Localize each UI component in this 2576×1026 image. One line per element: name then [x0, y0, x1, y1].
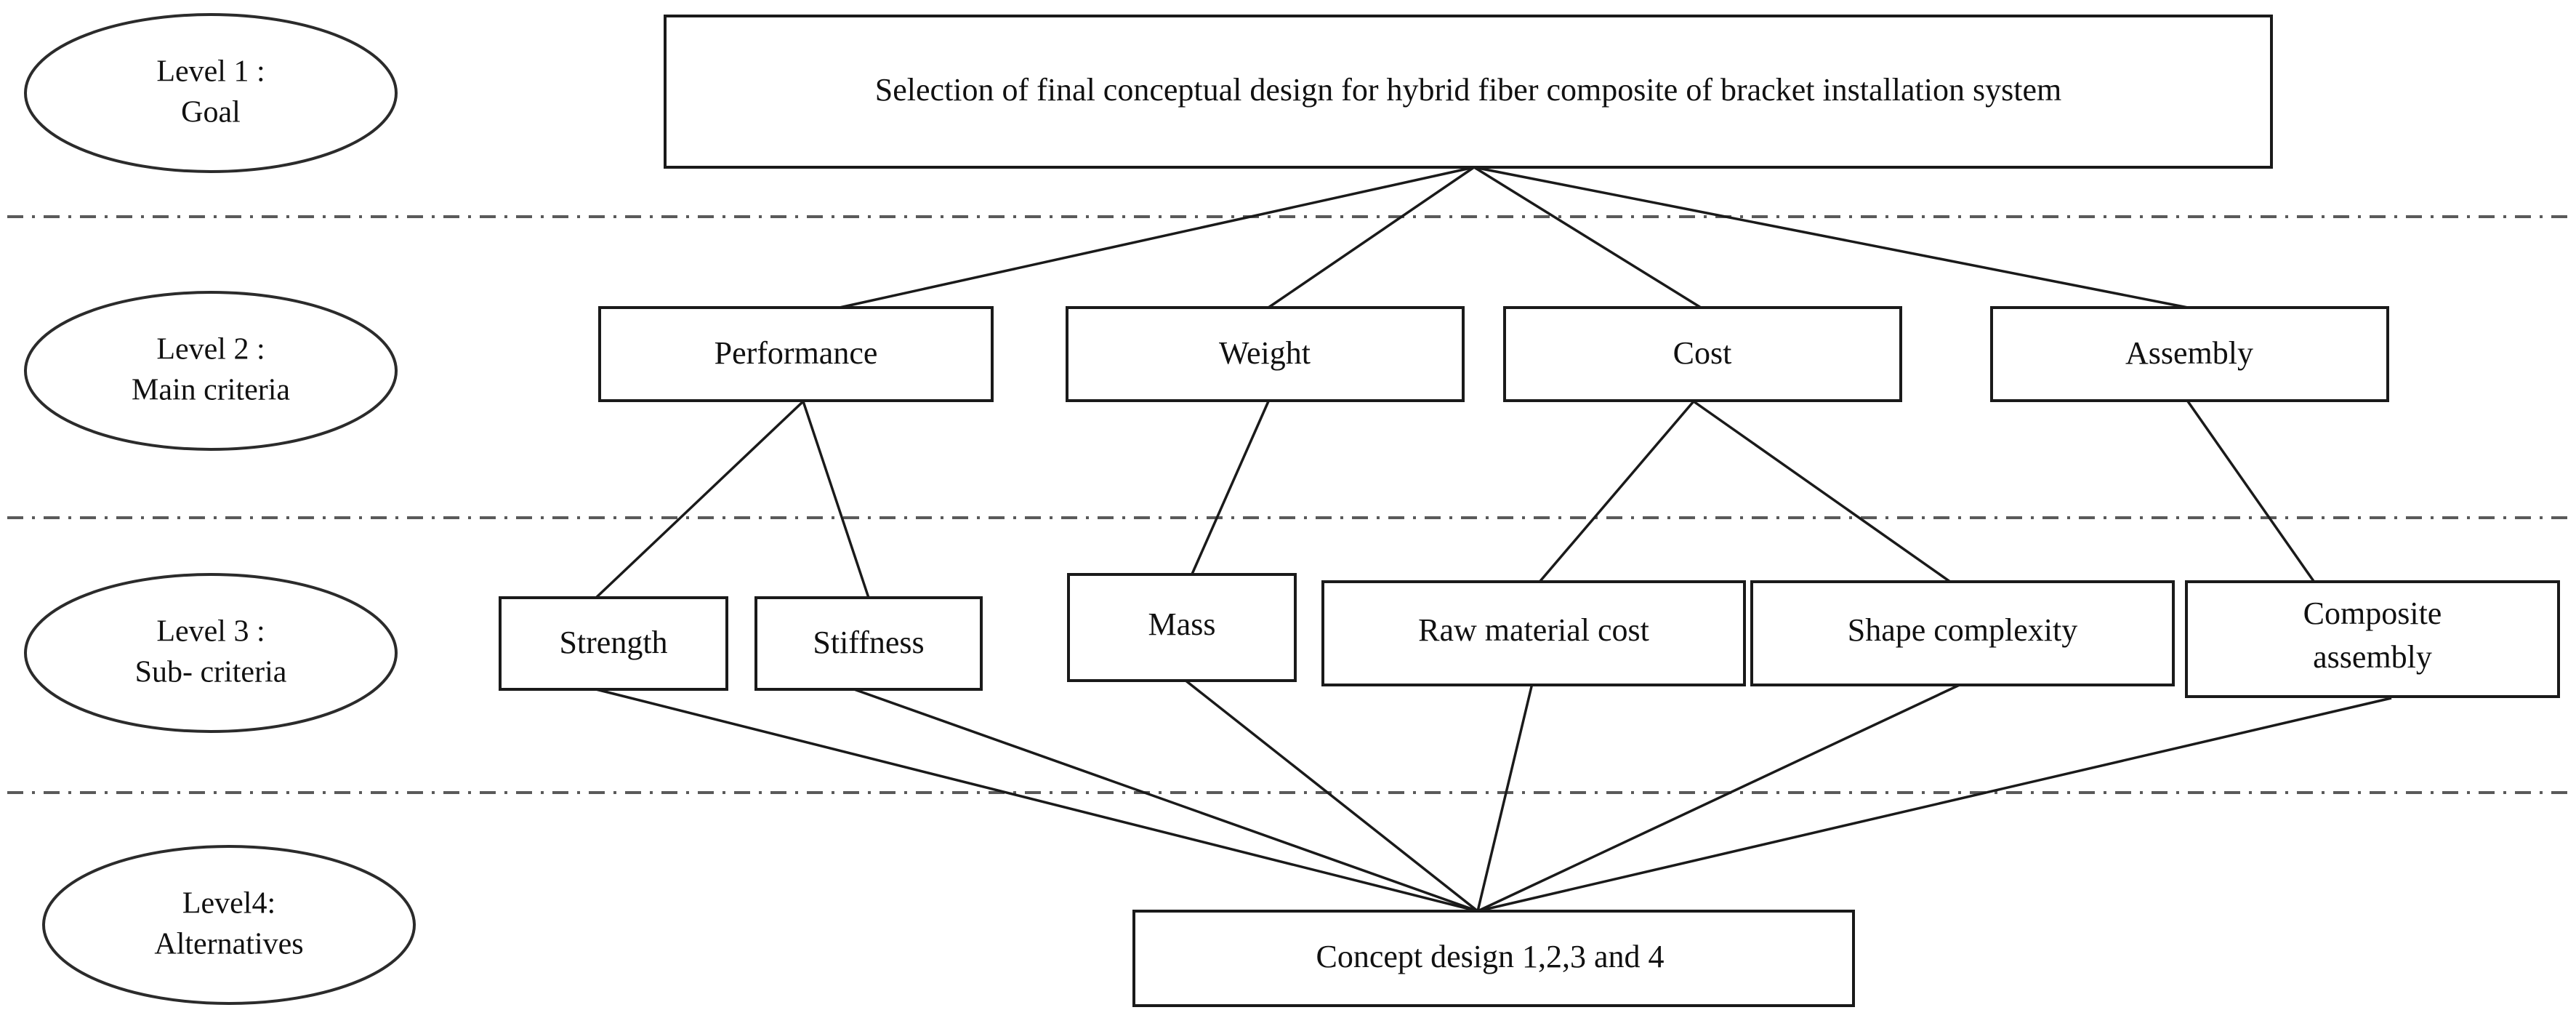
strength-box[interactable]	[499, 596, 728, 691]
goal-node-box[interactable]	[664, 15, 2273, 169]
level-4-ellipse	[42, 845, 416, 1005]
connector-performance-stiffness	[802, 401, 870, 598]
connector-goal-assembly	[1473, 166, 2189, 309]
level-1-label-line1: Level 1 :	[156, 55, 265, 89]
main-criteria-node-performance[interactable]: Performance	[598, 306, 994, 402]
weight-label: Weight	[1219, 335, 1311, 371]
level-4-label-line1: Level4:	[182, 887, 275, 921]
connector-rawmaterial-alternatives	[1476, 683, 1534, 912]
alternatives-label: Concept design 1,2,3 and 4	[1316, 939, 1664, 974]
sub-criteria-node-mass[interactable]: Mass	[1067, 573, 1297, 682]
goal-node[interactable]: Selection of final conceptual design for…	[664, 15, 2273, 169]
connector-mass-alternatives	[1183, 678, 1479, 913]
connectors-goal-to-main	[839, 166, 2189, 309]
shape-complexity-label: Shape complexity	[1848, 612, 2078, 648]
connector-compositeassembly-alternatives	[1477, 697, 2392, 913]
level-3-label-line1: Level 3 :	[156, 615, 265, 649]
level-2-label-line2: Main criteria	[132, 374, 290, 407]
sub-criteria-node-shape-complexity[interactable]: Shape complexity	[1750, 580, 2175, 686]
cost-label: Cost	[1673, 335, 1732, 371]
mass-box[interactable]	[1067, 573, 1297, 682]
level-4-label-line2: Alternatives	[154, 928, 303, 961]
connector-cost-shapecomplexity	[1692, 400, 1964, 592]
level-2-ellipse	[24, 291, 398, 451]
weight-box[interactable]	[1066, 306, 1465, 402]
composite-assembly-label-line2: assembly	[2313, 639, 2432, 675]
raw-material-cost-box[interactable]	[1321, 580, 1746, 686]
mass-label: Mass	[1148, 606, 1216, 642]
sub-criteria-node-stiffness[interactable]: Stiffness	[754, 596, 983, 691]
connector-cost-rawmaterial	[1531, 400, 1695, 592]
connector-goal-weight	[1268, 166, 1475, 309]
level-3-badge: Level 3 : Sub- criteria	[24, 573, 398, 733]
sub-criteria-node-raw-material-cost[interactable]: Raw material cost	[1321, 580, 1746, 686]
composite-assembly-label-line1: Composite	[2303, 596, 2442, 631]
connector-strength-alternatives	[595, 688, 1478, 913]
composite-assembly-box[interactable]	[2185, 580, 2560, 698]
sub-criteria-node-composite-assembly[interactable]: Composite assembly	[2185, 580, 2560, 698]
sub-criteria-node-strength[interactable]: Strength	[499, 596, 728, 691]
connector-goal-performance	[839, 166, 1475, 309]
level-1-label-line2: Goal	[181, 96, 241, 129]
strength-label: Strength	[559, 625, 667, 660]
alternatives-box[interactable]	[1132, 910, 1855, 1007]
level-2-label-line1: Level 2 :	[156, 333, 265, 366]
assembly-box[interactable]	[1990, 306, 2389, 402]
level-3-ellipse	[24, 573, 398, 733]
main-criteria-node-cost[interactable]: Cost	[1503, 306, 1902, 402]
assembly-label: Assembly	[2125, 335, 2253, 371]
connector-stiffness-alternatives	[853, 688, 1478, 913]
cost-box[interactable]	[1503, 306, 1902, 402]
connector-goal-cost	[1473, 166, 1702, 309]
performance-box[interactable]	[598, 306, 994, 402]
goal-node-label: Selection of final conceptual design for…	[875, 72, 2061, 108]
level-4-badge: Level4: Alternatives	[42, 845, 416, 1005]
connectors-sub-to-alternatives	[595, 678, 2392, 913]
main-criteria-node-assembly[interactable]: Assembly	[1990, 306, 2389, 402]
level-3-label-line2: Sub- criteria	[135, 656, 287, 689]
raw-material-cost-label: Raw material cost	[1418, 612, 1649, 648]
connector-weight-mass	[1183, 401, 1270, 591]
connector-assembly-compositeassembly	[2186, 400, 2322, 592]
level-1-ellipse	[24, 13, 398, 173]
connector-shapecomplexity-alternatives	[1477, 682, 1963, 913]
main-criteria-node-weight[interactable]: Weight	[1066, 306, 1465, 402]
alternatives-node[interactable]: Concept design 1,2,3 and 4	[1132, 910, 1855, 1007]
connectors-main-to-sub	[595, 400, 2322, 599]
level-2-badge: Level 2 : Main criteria	[24, 291, 398, 451]
stiffness-box[interactable]	[754, 596, 983, 691]
connector-performance-strength	[595, 400, 805, 599]
shape-complexity-box[interactable]	[1750, 580, 2175, 686]
stiffness-label: Stiffness	[813, 625, 924, 660]
level-1-badge: Level 1 : Goal	[24, 13, 398, 173]
performance-label: Performance	[715, 335, 878, 371]
